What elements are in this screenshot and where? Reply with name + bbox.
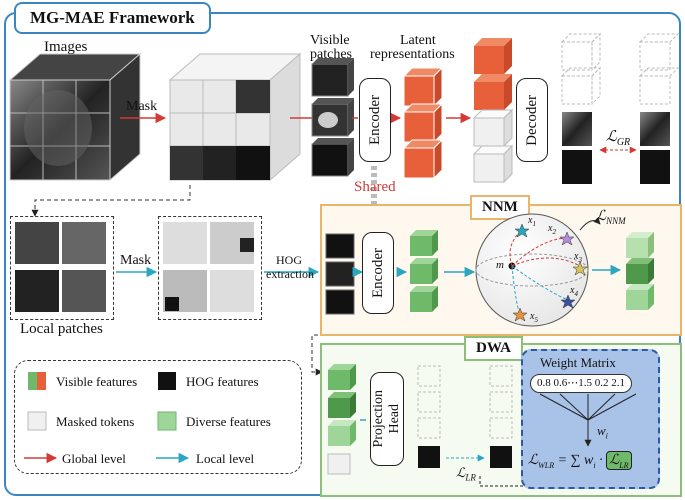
encoder-local: Encoder <box>362 232 394 314</box>
x1-label: x1 <box>528 215 536 228</box>
shared-label: Shared <box>354 179 396 195</box>
local-patches-grid <box>15 222 106 312</box>
weight-values: 0.8 0.6⋯1.5 0.2 2.1 <box>530 374 632 393</box>
w-i-label: wi <box>597 423 608 441</box>
x5-label: x5 <box>530 311 538 324</box>
mask-label-local: Mask <box>120 253 152 268</box>
loss-nnm: ℒNNM <box>596 209 626 226</box>
local-patches-box <box>10 216 114 320</box>
pred-patch-2 <box>562 150 592 184</box>
dwa-label: DWA <box>464 336 524 361</box>
nnm-green-cubes <box>410 230 438 312</box>
dwa-hog-gt <box>490 446 512 468</box>
legend-visible-icon <box>28 372 46 390</box>
latent-cubes <box>402 66 444 180</box>
visible-patches <box>311 58 354 177</box>
loss-wlr-equation: ℒWLR = ∑ wi · ℒLR <box>528 451 632 470</box>
legend-hog-features: HOG features <box>186 374 259 389</box>
legend-masked-tokens: Masked tokens <box>56 414 135 429</box>
local-patches-label: Local patches <box>20 321 103 337</box>
masked-volume <box>168 52 302 182</box>
masked-local-grid <box>163 222 254 312</box>
legend-masked-icon <box>27 411 47 431</box>
legend-diverse-icon <box>157 411 177 431</box>
image-volume <box>8 52 142 182</box>
to-local-arrow <box>31 185 191 217</box>
legend-visible-features: Visible features <box>56 374 138 389</box>
encoder-global: Encoder <box>359 78 391 162</box>
x4-label: x4 <box>570 285 578 298</box>
dwa-hog-pred <box>418 446 440 468</box>
hog-label-2: extraction <box>266 267 314 281</box>
gt-patch-1 <box>640 112 670 146</box>
latent-full-cubes <box>472 38 514 184</box>
decoder: Decoder <box>516 78 548 162</box>
decoder-output <box>560 32 680 106</box>
sphere-m-label: m <box>496 259 504 271</box>
dwa-output-placeholders <box>417 365 513 439</box>
dwa-input-cubes <box>327 364 356 475</box>
x2-label: x2 <box>548 223 556 236</box>
weight-matrix-title: Weight Matrix <box>540 355 616 370</box>
hog-stack <box>325 233 355 315</box>
x3-label: x3 <box>574 251 582 264</box>
pred-patch-1 <box>562 112 592 146</box>
latent-label-1: Latent <box>400 33 436 48</box>
loss-gr: ℒGR <box>606 129 631 148</box>
gt-patch-2 <box>640 150 670 184</box>
loss-lr: ℒLR <box>456 465 476 483</box>
visible-patches-label-2: patches <box>310 47 352 62</box>
latent-label-2: representations <box>370 47 455 62</box>
legend-diverse-features: Diverse features <box>186 414 271 429</box>
mask-label-top: Mask <box>126 99 158 114</box>
framework-title: MG-MAE Framework <box>14 2 211 34</box>
images-label: Images <box>44 39 88 55</box>
nnm-output-cubes <box>626 232 654 310</box>
hog-label-1: HOG <box>276 253 302 267</box>
legend-hog-icon <box>158 372 176 390</box>
masked-local-box <box>158 216 262 320</box>
stars <box>512 223 588 322</box>
legend-local-level: Local level <box>196 451 255 466</box>
legend-global-level: Global level <box>62 451 126 466</box>
visible-patches-label-1: Visible <box>310 33 350 48</box>
